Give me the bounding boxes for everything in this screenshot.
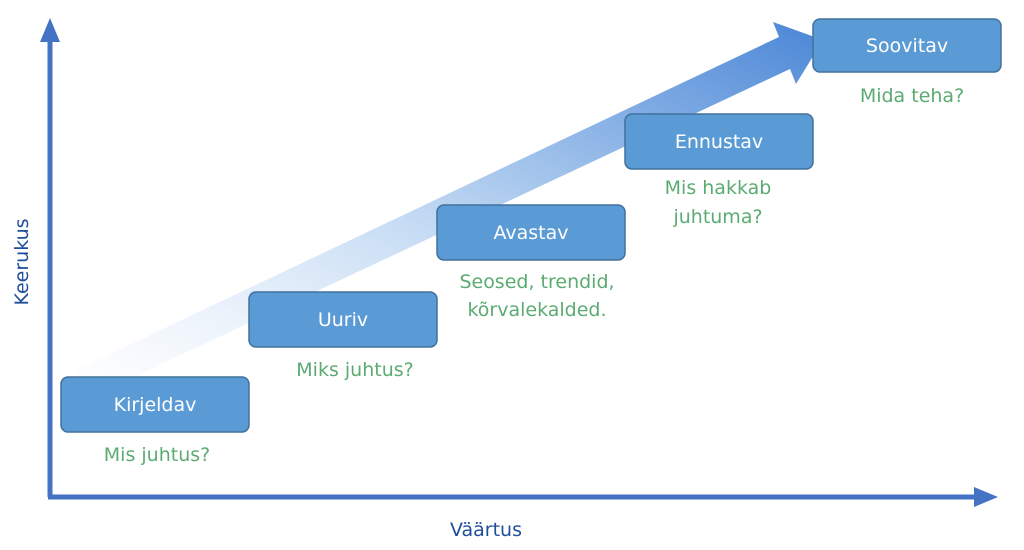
x-axis-arrowhead	[974, 487, 998, 507]
stage-kirjeldav: Kirjeldav Mis juhtus?	[60, 376, 250, 466]
stage-question-line: Miks juhtus?	[296, 359, 413, 381]
stage-question-line: Mis hakkab	[665, 177, 772, 199]
stage-question-line: kõrvalekalded.	[467, 299, 606, 321]
stage-box	[624, 113, 814, 170]
stage-title: Soovitav	[866, 35, 948, 57]
axes: Väärtus Keerukus	[11, 18, 998, 541]
stage-title: Kirjeldav	[114, 394, 197, 416]
stage-uuriv: Uuriv Miks juhtus?	[248, 291, 438, 381]
stage-box	[436, 204, 626, 261]
stage-box	[60, 376, 250, 433]
stage-title: Avastav	[493, 222, 568, 244]
stage-box	[248, 291, 438, 348]
stage-question-line: Mis juhtus?	[104, 444, 210, 466]
y-axis-arrowhead	[40, 18, 60, 42]
x-axis-label: Väärtus	[450, 519, 522, 541]
stage-title: Uuriv	[318, 309, 368, 331]
stages: Kirjeldav Mis juhtus? Uuriv Miks juhtus?…	[60, 18, 1002, 466]
stage-soovitav: Soovitav Mida teha?	[812, 18, 1002, 107]
y-axis-label: Keerukus	[11, 218, 33, 305]
stage-box	[812, 18, 1002, 73]
stage-question-line: Seosed, trendid,	[459, 271, 614, 293]
stage-ennustav: Ennustav Mis hakkab juhtuma?	[624, 113, 814, 228]
stage-title: Ennustav	[675, 131, 763, 153]
stage-question-line: juhtuma?	[672, 206, 762, 228]
stage-avastav: Avastav Seosed, trendid, kõrvalekalded.	[436, 204, 626, 321]
stage-question-line: Mida teha?	[860, 85, 964, 107]
